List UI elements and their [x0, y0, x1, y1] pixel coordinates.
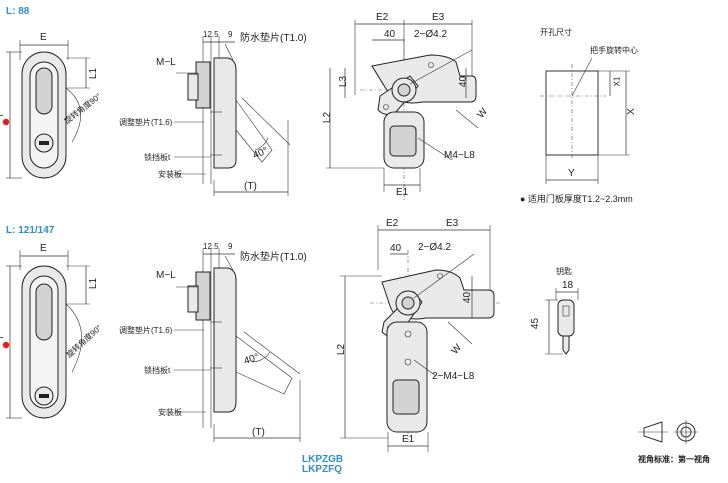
dim-e1: E1	[396, 187, 409, 198]
code-lkpzgb: LKPZGB	[302, 454, 344, 465]
latch-plate-2: 锁挡板t	[144, 366, 171, 375]
key-title: 钥匙	[556, 267, 572, 276]
dim-9: 9	[228, 30, 233, 39]
waterproof-gasket: 防水垫片(T1.0)	[240, 33, 307, 44]
code-lkpzfq: LKPZFQ	[302, 464, 342, 475]
projection-symbol	[638, 420, 698, 444]
dim-e3-2: E3	[446, 218, 459, 229]
section-title-1: L: 88	[6, 6, 30, 17]
dim-l1-2: L1	[88, 277, 100, 290]
dim-e2-2: E2	[386, 218, 399, 229]
front-view-1	[2, 40, 90, 179]
back-view-1	[326, 20, 479, 200]
section-title-2: L: 121/147	[6, 225, 55, 236]
dim-t: (T)	[244, 181, 257, 192]
cutout-title: 开孔尺寸	[540, 28, 572, 37]
dim-t-2: (T)	[252, 427, 265, 438]
thread-spec-2: 2−M4−L8	[432, 371, 475, 382]
dim-l2: L2	[322, 111, 334, 124]
dim-40a-2: 40	[390, 243, 402, 254]
dim-e1-2: E1	[402, 434, 415, 445]
dim-e-2: E	[40, 243, 47, 254]
adjust-shim-2: 调整垫片(T1.6)	[119, 326, 173, 335]
dim-18: 18	[562, 280, 574, 291]
dim-l: L	[0, 108, 4, 119]
hole-spec: 2−Ø4.2	[414, 29, 448, 40]
mount-plate: 安装板	[158, 170, 182, 179]
front-view-2	[2, 250, 90, 419]
thread-ml: M−L	[156, 57, 176, 68]
dim-l2-2: L2	[336, 343, 348, 356]
dim-e3: E3	[432, 12, 445, 23]
thread-ml-2: M−L	[156, 270, 176, 281]
dim-y: Y	[568, 168, 575, 179]
dim-e2: E2	[376, 12, 389, 23]
dim-l-2: L	[0, 330, 4, 341]
dim-l1: L1	[88, 67, 100, 80]
dim-40a: 40	[384, 29, 396, 40]
cutout-diagram	[540, 57, 630, 184]
side-view-1	[174, 36, 291, 196]
dim-9-2: 9	[228, 242, 233, 251]
product-codes: LKPZGB LKPZFQ	[302, 455, 343, 475]
back-view-2	[340, 225, 500, 452]
dim-x1: X1	[612, 76, 622, 87]
dim-e: E	[40, 32, 47, 43]
rotation-center: 把手旋转中心	[590, 46, 638, 55]
projection-standard: 视角标准：第一视角	[638, 455, 710, 464]
dim-40b-2: 40	[462, 291, 474, 304]
dim-l3: L3	[338, 75, 350, 88]
side-view-2	[174, 248, 301, 442]
thickness-note: ● 适用门板厚度T1.2~2.3mm	[520, 194, 633, 204]
hole-spec-2: 2−Ø4.2	[418, 242, 452, 253]
dim-40b: 40	[458, 75, 470, 88]
dim-x: X	[625, 108, 637, 115]
mount-plate-2: 安装板	[158, 408, 182, 417]
adjust-shim: 调整垫片(T1.6)	[119, 118, 173, 127]
thread-spec: M4−L8	[444, 150, 475, 161]
waterproof-gasket-2: 防水垫片(T1.0)	[240, 252, 307, 263]
dim-45: 45	[530, 317, 542, 330]
dim-12-5: 12.5	[203, 30, 219, 39]
dim-12-5-2: 12.5	[203, 242, 219, 251]
latch-plate: 锁挡板t	[144, 153, 171, 162]
key-diagram	[545, 288, 579, 355]
